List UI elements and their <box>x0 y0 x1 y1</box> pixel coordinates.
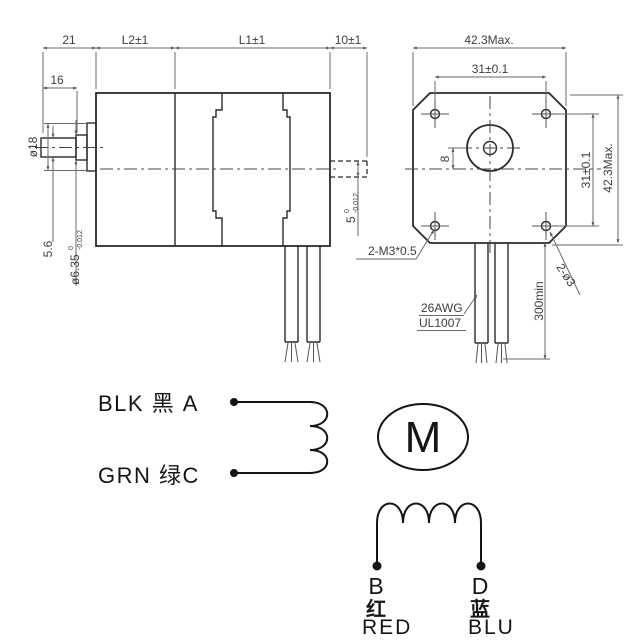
dim-lead-length: 300min <box>503 242 550 360</box>
dim-lead-length-label: 300min <box>532 281 546 320</box>
winding-ac <box>237 401 329 474</box>
dim-rear-5-label: 5 <box>344 216 358 223</box>
dim-d635-tol-lower: -0.012 <box>77 230 84 250</box>
terminal-d-label: D <box>472 573 489 599</box>
terminal-d-dot <box>476 561 486 571</box>
terminal-b-color-cn: 红 <box>366 597 386 621</box>
dim-width-max-label: 42.3Max. <box>464 33 513 47</box>
dim-l1-label: L1±1 <box>239 33 266 47</box>
dim-10-label: 10±1 <box>335 33 362 47</box>
terminal-c-dot <box>230 469 238 477</box>
dim-rear-5-tol-lower: -0.012 <box>353 193 360 213</box>
side-view: 21 L2±1 L1±1 10±1 16 ø18 5.6 <box>26 33 368 363</box>
terminal-b-label: B <box>368 573 383 599</box>
dim-holes-horizontal-label: 31±0.1 <box>472 62 509 76</box>
side-lead-wires <box>284 246 321 363</box>
phase-a-label: BLK 黑 A <box>98 391 199 416</box>
terminal-b-color-en: RED <box>362 616 412 639</box>
motor-symbol-circle <box>377 403 469 471</box>
terminal-b-dot <box>372 561 382 571</box>
dim-holes-horizontal: 31±0.1 <box>434 62 547 100</box>
dim-d18-label: ø18 <box>26 136 40 157</box>
dim-holes-vertical-label: 31±0.1 <box>579 151 593 188</box>
wiring-diagram: BLK 黑 A GRN 绿C M B D 红 蓝 RED BLU <box>98 391 515 639</box>
label-wire-gauge: 26AWG <box>421 301 463 315</box>
dim-21-label: 21 <box>62 33 76 47</box>
dim-shaft-offset-label: 8 <box>438 155 452 162</box>
dim-d635-label: ø6.35 <box>68 254 82 285</box>
dim-d18: ø18 <box>26 123 87 171</box>
motor-faceplate <box>412 92 567 244</box>
front-view: 42.3Max. 31±0.1 8 31±0.1 <box>356 33 623 364</box>
dim-rear-5-tol-upper: 0 <box>344 209 351 213</box>
label-wire-spec: 26AWG UL1007 <box>417 294 478 331</box>
dim-l2-label: L2±1 <box>122 33 149 47</box>
front-lead-wires <box>474 243 509 364</box>
terminal-d-color-cn: 蓝 <box>470 598 490 621</box>
mounting-holes <box>421 100 560 240</box>
dim-height-max-label: 42.3Max. <box>601 143 615 192</box>
dim-shaft-offset: 8 <box>438 147 466 170</box>
dim-height-max: 42.3Max. <box>552 94 623 246</box>
dim-16: 16 <box>42 73 78 133</box>
dim-rear-5: 5 0 -0.012 <box>344 161 360 236</box>
dim-holes-vertical: 31±0.1 <box>558 113 599 227</box>
dim-d635: ø6.35 0 -0.012 <box>68 120 84 286</box>
rear-shaft-hidden <box>330 160 368 178</box>
label-thru-holes: 2-ø3 <box>549 231 581 296</box>
winding-bd <box>376 502 482 564</box>
phase-c-label: GRN 绿C <box>98 463 200 488</box>
dim-chain-top: 21 L2±1 L1±1 10±1 <box>42 33 368 157</box>
dim-16-label: 16 <box>50 73 64 87</box>
dim-5-6-label: 5.6 <box>41 240 55 257</box>
dim-5-6: 5.6 <box>41 126 55 257</box>
label-wire-type: UL1007 <box>419 316 461 330</box>
terminal-d-color-en: BLU <box>468 616 515 639</box>
label-tapped-holes-text: 2-M3*0.5 <box>368 244 417 258</box>
dim-d635-tol-upper: 0 <box>68 246 75 250</box>
dim-width-max: 42.3Max. <box>412 33 567 106</box>
label-tapped-holes: 2-M3*0.5 <box>356 229 435 260</box>
motor-symbol-letter: M <box>405 413 442 462</box>
terminal-a-dot <box>230 398 238 406</box>
